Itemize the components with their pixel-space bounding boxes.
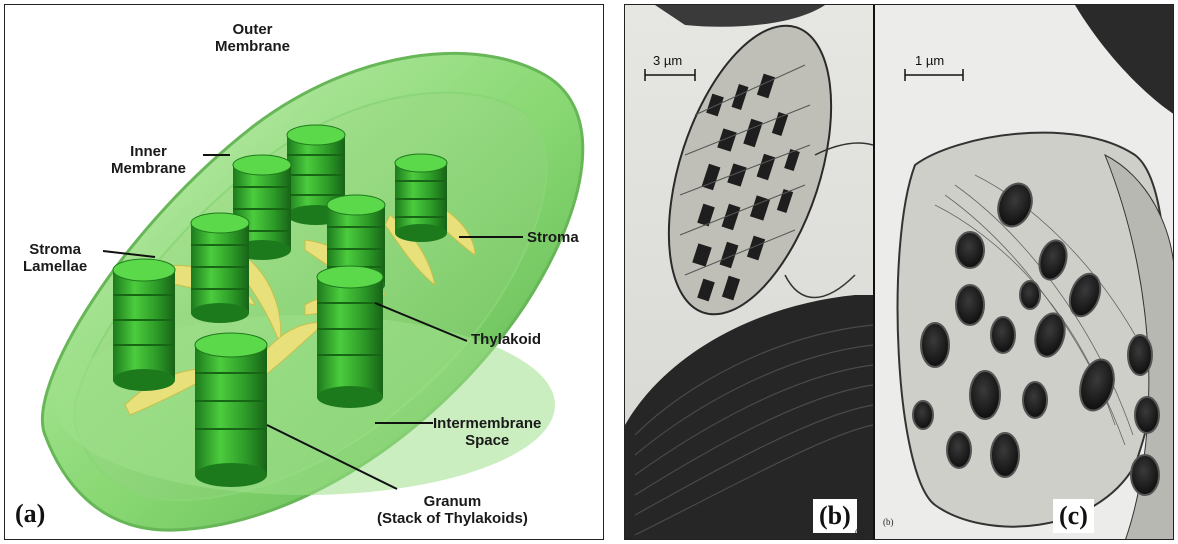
- micrograph-c: [875, 5, 1174, 540]
- intermembrane-space-text: Intermembrane Space: [433, 415, 541, 449]
- panel-b-letter: (b): [813, 499, 857, 533]
- inner-membrane-label: Inner Membrane: [111, 143, 186, 177]
- panel-a-letter: (a): [15, 499, 45, 529]
- outer-membrane-label: Outer Membrane: [215, 21, 290, 55]
- scale-text-c: 1 µm: [915, 53, 944, 68]
- inner-membrane-text: Inner Membrane: [111, 143, 186, 177]
- panel-c-letter-text: (c): [1059, 501, 1088, 530]
- panel-c-small-label: (b): [883, 517, 894, 527]
- granum-stack: [317, 266, 383, 408]
- scale-label-c: 1 µm: [915, 53, 944, 68]
- panel-b-small-label: (a): [855, 527, 865, 537]
- granum-label: Granum (Stack of Thylakoids): [377, 493, 528, 527]
- micrograph-panels: 3 µm (b) (a): [624, 4, 1174, 540]
- stroma-lamellae-label: Stroma Lamellae: [23, 241, 87, 275]
- scale-label-b: 3 µm: [653, 53, 682, 68]
- intermembrane-space-label: Intermembrane Space: [433, 415, 541, 449]
- panel-b-letter-text: (b): [819, 501, 851, 530]
- granum-stack: [395, 154, 447, 242]
- thylakoid-text: Thylakoid: [471, 331, 541, 348]
- stroma-text: Stroma: [527, 229, 579, 246]
- scale-text-b: 3 µm: [653, 53, 682, 68]
- granum-stack: [191, 213, 249, 323]
- thylakoid-label: Thylakoid: [471, 331, 541, 348]
- stroma-label: Stroma: [527, 229, 579, 246]
- granum-stack: [195, 333, 267, 487]
- panel-b-small-text: (a): [855, 527, 865, 537]
- panel-c-small-text: (b): [883, 517, 894, 527]
- panel-c-letter: (c): [1053, 499, 1094, 533]
- chloroplast-illustration: [5, 5, 604, 540]
- micrograph-b: [625, 5, 873, 540]
- granum-text: Granum (Stack of Thylakoids): [377, 493, 528, 527]
- chloroplast-diagram-panel: Outer Membrane Inner Membrane Stroma Lam…: [4, 4, 604, 540]
- outer-membrane-text: Outer Membrane: [215, 21, 290, 55]
- panel-a-letter-text: (a): [15, 499, 45, 528]
- granum-stack: [113, 259, 175, 391]
- stroma-lamellae-text: Stroma Lamellae: [23, 241, 87, 275]
